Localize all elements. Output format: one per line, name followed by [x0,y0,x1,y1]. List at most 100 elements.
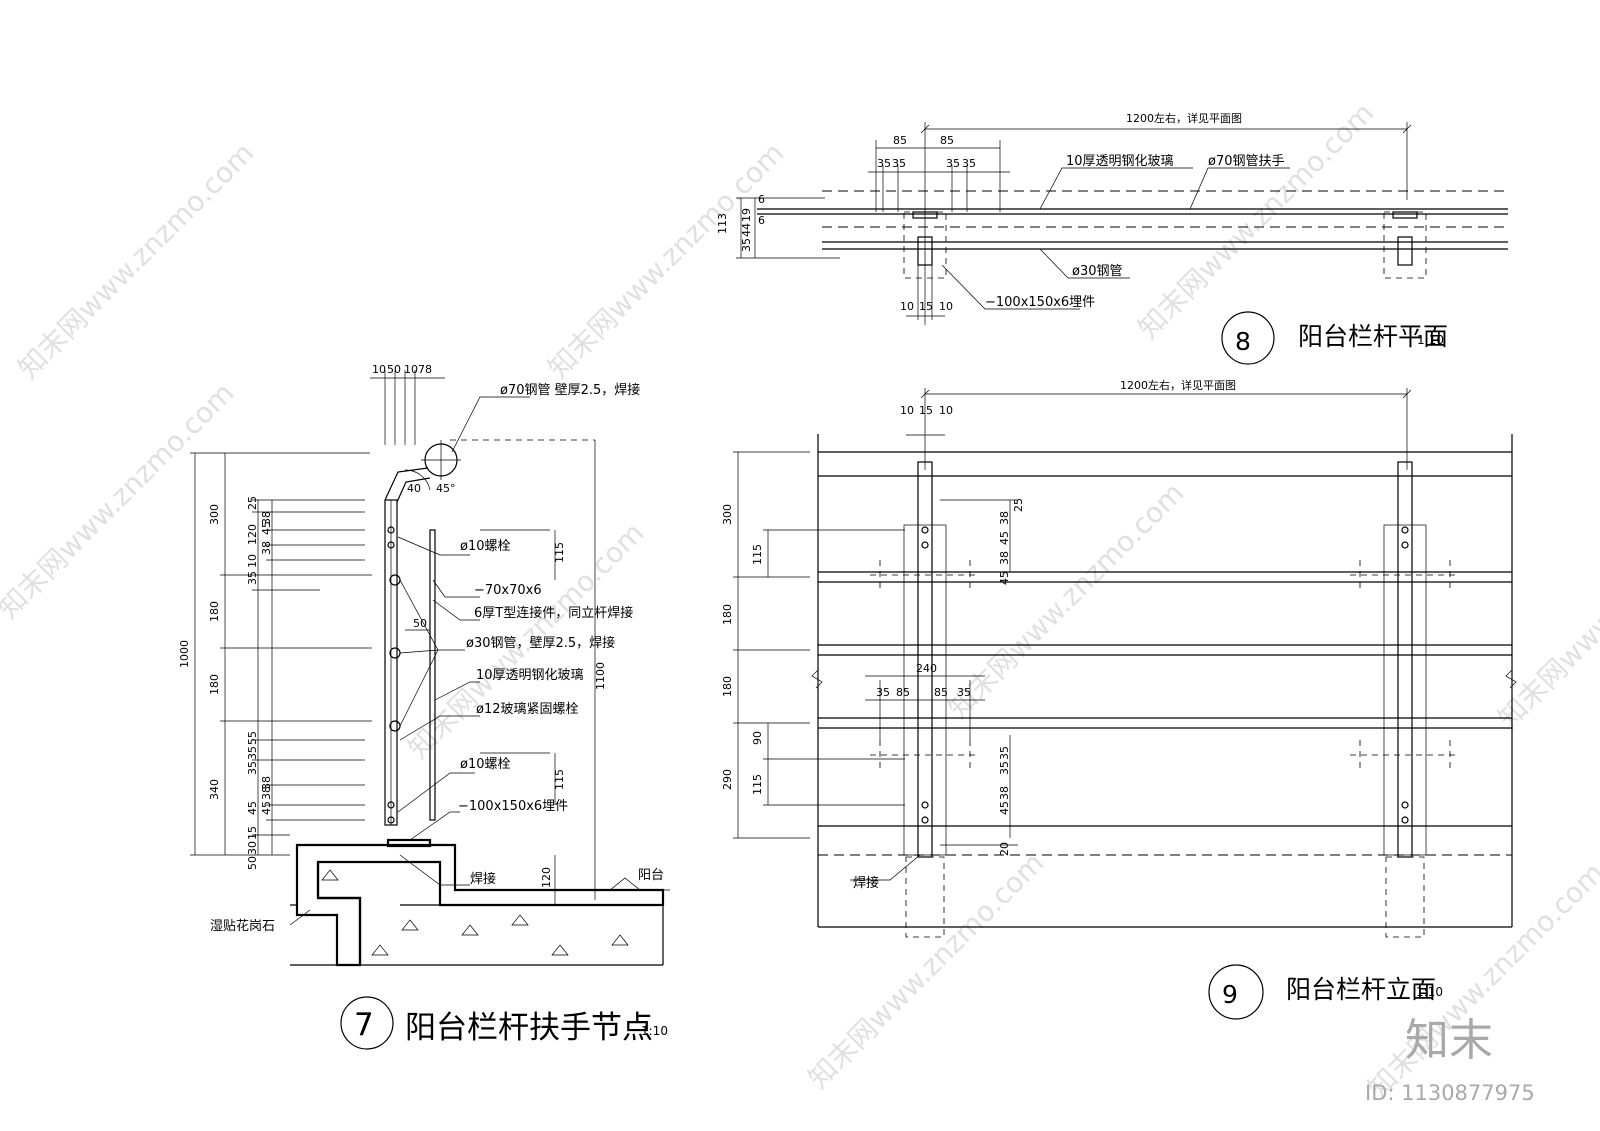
sec-balcony-label: 阳台 [638,868,664,883]
sec-dim-1000: 1000 [178,640,191,668]
plan-dim-19: 19 [740,208,753,222]
sec-glass-bolt-label: ø12玻璃紧固螺栓 [476,702,579,717]
plan-dim-6-a: 6 [758,193,765,206]
sec-dim-340: 340 [208,779,221,800]
watermarks: 知末网www.znzmo.com 知末网www.znzmo.com 知末网www… [0,96,1600,1105]
plan-dim-85-a: 85 [893,134,907,147]
sec-dim-115a: 115 [553,542,566,563]
elev-dim-85-b: 85 [934,686,948,699]
plan-dim-35-2: 35 [892,157,906,170]
watermark-text: 知末网www.znzmo.com [12,136,261,385]
sec-weld-label: 焊接 [470,871,496,887]
plan-dim-10-b: 10 [939,300,953,313]
elev-dim-115-b: 115 [751,774,764,795]
watermark-text: 知末网www.znzmo.com [1492,486,1600,735]
sec-dim-45: 45 [246,801,259,815]
sec-dim-38a: 38 [260,511,273,525]
elev-dim-180-b: 180 [721,676,734,697]
elev-dim-45-a: 45 [998,531,1011,545]
plan-scale: 1:10 [1417,333,1444,347]
sec-dim-top-10a: 10 [372,363,386,376]
sec-tube-label: ø30钢管，壁厚2.5，焊接 [466,635,615,651]
elev-dim-85-a: 85 [896,686,910,699]
plan-dim-10-a: 10 [900,300,914,313]
elev-span-dim: 1200左右，详见平面图 [1120,378,1236,392]
plan-title: 阳台栏杆平面 [1298,322,1448,351]
sec-dim-55: 55 [246,731,259,745]
elev-dim-38-b: 38 [998,551,1011,565]
sec-bolt-bottom-label: ø10螺栓 [460,757,511,772]
sec-dim-38b: 38 [260,541,273,555]
elev-dim-180-a: 180 [721,604,734,625]
detail-9-elevation: 1200左右，详见平面图 10 15 10 [721,378,1517,1020]
sec-dim-45deg: 45° [436,482,456,495]
sec-dim-38d: 38 [260,776,273,790]
elev-dim-10-b: 10 [939,404,953,417]
elev-scale: 1:10 [1416,985,1443,999]
sec-handrail-label: ø70钢管 壁厚2.5，焊接 [500,382,640,398]
detail-7-section: 10 50 10 78 40 45° 1100 1000 [178,363,670,1050]
sec-dim-180a: 180 [208,601,221,622]
plan-glass-label: 10厚透明钢化玻璃 [1066,154,1174,169]
elev-dim-25: 25 [1012,498,1025,512]
sec-dim-15: 15 [246,826,259,840]
sec-dim-10: 10 [246,554,259,568]
elev-dim-300: 300 [721,504,734,525]
sec-dim-300: 300 [208,504,221,525]
elev-dim-35-a: 35 [998,746,1011,760]
sec-dim-top-10b: 10 [404,363,418,376]
plan-dim-15: 15 [919,300,933,313]
elev-bolts [870,526,1455,824]
elev-dim-20: 20 [998,842,1011,856]
sec-dim-30: 30 [246,841,259,855]
elev-dim-35-c: 35 [876,686,890,699]
elev-dim-35-d: 35 [957,686,971,699]
sec-detail-number: 7 [354,1007,374,1043]
plan-detail-circle [1221,311,1275,365]
plan-embed-label: −100x150x6埋件 [985,295,1095,310]
watermark-text: 知末网www.znzmo.com [1132,96,1381,345]
plan-span-dim: 1200左右，详见平面图 [1126,111,1242,125]
sec-dim-180b: 180 [208,674,221,695]
elev-dim-15: 15 [919,404,933,417]
elev-dim-115-a: 115 [751,544,764,565]
sec-dim-25: 25 [246,496,259,510]
brand-block: 知末 ID: 1130877975 [1365,1015,1535,1105]
sec-plate-label: −70x70x6 [474,583,542,598]
elev-dim-10-a: 10 [900,404,914,417]
elev-title: 阳台栏杆立面 [1286,975,1436,1004]
sec-connector-label: 6厚T型连接件，同立杆焊接 [474,605,633,621]
sec-dim-1100: 1100 [594,662,607,690]
elev-detail-circle [1208,964,1264,1020]
brand-logo: 知末 [1405,1015,1493,1066]
sec-dim-35a: 35 [246,571,259,585]
sec-scale: 1:10 [641,1024,668,1038]
concrete-hatch [321,869,629,956]
plan-dim-44: 44 [740,223,753,237]
elev-dim-45-b: 45 [998,571,1011,585]
plan-dim-35-3: 35 [946,157,960,170]
sec-detail-circle [340,996,394,1050]
sec-dim-120r: 120 [540,867,553,888]
sec-dim-top-50: 50 [387,363,401,376]
plan-handrail-label: ø70钢管扶手 [1208,154,1285,169]
sec-dim-120: 120 [246,524,259,545]
sec-dim-45a: 45 [260,521,273,535]
elev-dim-35-b: 35 [998,761,1011,775]
plan-dim-113: 113 [716,213,729,234]
plan-tube-label: ø30钢管 [1072,264,1123,279]
plan-dim-35: 35 [740,238,753,252]
sec-dim-top-78: 78 [418,363,432,376]
elev-dim-90: 90 [751,731,764,745]
watermark-text: 知末网www.znzmo.com [942,476,1191,725]
elev-dim-45-c: 45 [998,801,1011,815]
image-id: ID: 1130877975 [1365,1081,1535,1105]
sec-dim-45b: 45 [260,801,273,815]
elev-dim-38-a: 38 [998,511,1011,525]
sec-granite-label: 湿贴花岗石 [210,918,275,934]
plan-dim-85-b: 85 [940,134,954,147]
watermark-text: 知末网www.znzmo.com [802,846,1051,1095]
sec-dim-35b: 35 [246,746,259,760]
detail-8-plan: 1200左右，详见平面图 85 85 35 35 35 35 113 35 44 [716,111,1508,365]
